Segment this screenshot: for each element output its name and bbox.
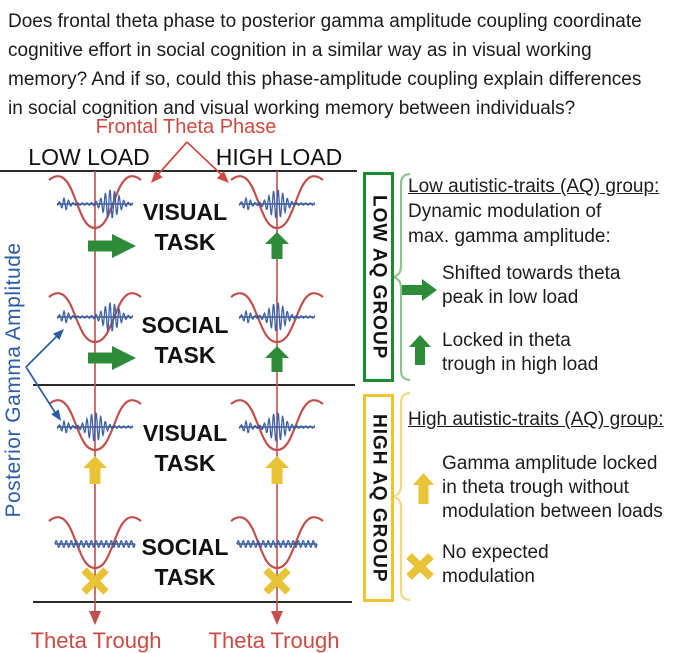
task-label-line: SOCIAL [141,312,229,338]
gamma-burst-wave [56,189,134,219]
high-aq-legend-item-line: modulation [442,566,535,587]
modulation-up-arrow [265,232,289,259]
low-aq-legend-item-line: trough in high load [442,354,599,375]
theta-trough-arrowhead [89,611,101,625]
frontal-pointer-line [186,141,227,180]
intro-text-line: cognitive effort in social cognition in … [8,40,592,61]
posterior-gamma-amplitude-label: Posterior Gamma Amplitude [2,242,25,518]
task-label-visual-lowaq: VISUAL TASK [105,197,265,257]
theta-trough-curve [230,516,324,570]
task-label-line: TASK [154,564,216,590]
low-aq-legend-item-line: Locked in theta [442,330,571,351]
task-label-line: TASK [154,342,216,368]
high-aq-legend-item-line: No expected [442,542,549,563]
theta-trough-curve [48,516,142,570]
yellow-x-icon [406,553,434,580]
theta-trough-curve [230,399,324,452]
yellow-x-stroke [406,553,434,580]
gamma-burst-wave [56,302,134,332]
gamma-pointer-line [25,366,59,418]
no-modulation-x [263,567,291,595]
theta-trough-label: Theta Trough [30,628,162,653]
high-aq-legend-item-line: Gamma amplitude locked [442,453,658,474]
frontal-pointer-line [153,141,188,180]
modulation-up-arrow [83,456,107,484]
gamma-burst-wave [56,412,134,442]
high-load-header: HIGH LOAD [215,144,343,170]
theta-trough-curve [230,292,324,344]
gamma-burst-wave [54,540,136,548]
theta-trough-label: Theta Trough [208,628,340,653]
high-aq-brace [391,391,411,602]
theta-trough-curve [48,399,142,452]
theta-trough-curve [48,292,142,344]
frontal-pointer-arrowhead [216,171,229,183]
modulation-right-arrow [88,234,136,258]
theta-trough-curve [48,175,142,230]
intro-text-line: in social cognition and visual working m… [8,98,576,119]
low-aq-group-box: LOW AQ GROUP [363,172,394,382]
low-load-header: LOW LOAD [28,144,150,170]
yellow-up-arrow-shape [413,473,434,504]
high-aq-legend-item-line: modulation between loads [442,501,663,522]
gamma-burst-wave [238,189,316,219]
low-aq-legend-item-line: peak in low load [442,287,579,308]
low-aq-legend-subtitle: Dynamic modulation of [408,201,602,222]
green-up-arrow-shape [409,335,431,365]
green-right-arrow-shape [402,279,437,301]
group-brackets [391,172,411,602]
task-label-line: SOCIAL [141,534,229,560]
yellow-up-arrow-icon [413,473,434,504]
task-label-line: TASK [154,229,216,255]
task-label-line: VISUAL [142,420,228,446]
modulation-up-arrow [265,346,289,372]
modulation-up-arrow [265,456,289,484]
high-aq-legend-title: High autistic-traits (AQ) group: [408,409,664,430]
gamma-waves [54,189,318,548]
no-modulation-x [81,567,109,595]
modulation-markers [81,232,291,595]
task-label-line: TASK [154,450,216,476]
theta-trough-arrowhead [271,611,283,625]
gamma-burst-wave [238,302,316,332]
frontal-theta-phase-label: Frontal Theta Phase [95,116,277,138]
intro-text-line: Does frontal theta phase to posterior ga… [8,11,642,32]
low-aq-legend-item-line: Shifted towards theta [442,263,621,284]
modulation-right-arrow [88,346,136,370]
low-aq-legend-subtitle: max. gamma amplitude: [408,226,611,247]
gamma-pointer-arrowhead [53,329,64,340]
task-label-line: VISUAL [142,199,228,225]
low-aq-legend-title: Low autistic-traits (AQ) group: [408,176,660,197]
task-label-visual-highaq: VISUAL TASK [105,418,265,478]
gamma-pointer-arrowhead [51,409,61,421]
green-right-arrow-icon [402,279,437,301]
gamma-burst-wave [236,540,318,548]
gamma-pointer-line [25,331,62,368]
task-label-social-highaq: SOCIAL TASK [105,532,265,592]
high-aq-group-box: HIGH AQ GROUP [363,394,394,602]
gamma-burst-wave [238,412,316,442]
high-aq-legend-item-line: in theta trough without [442,477,629,498]
task-label-social-lowaq: SOCIAL TASK [105,310,265,370]
green-up-arrow-icon [409,335,431,365]
intro-text-line: memory? And if so, could this phase-ampl… [8,69,642,90]
theta-trough-curve [230,175,324,230]
frontal-pointer-arrowhead [151,170,163,183]
grid-lines [0,170,357,603]
pointer-arrows [25,141,229,421]
low-aq-brace [391,172,411,382]
